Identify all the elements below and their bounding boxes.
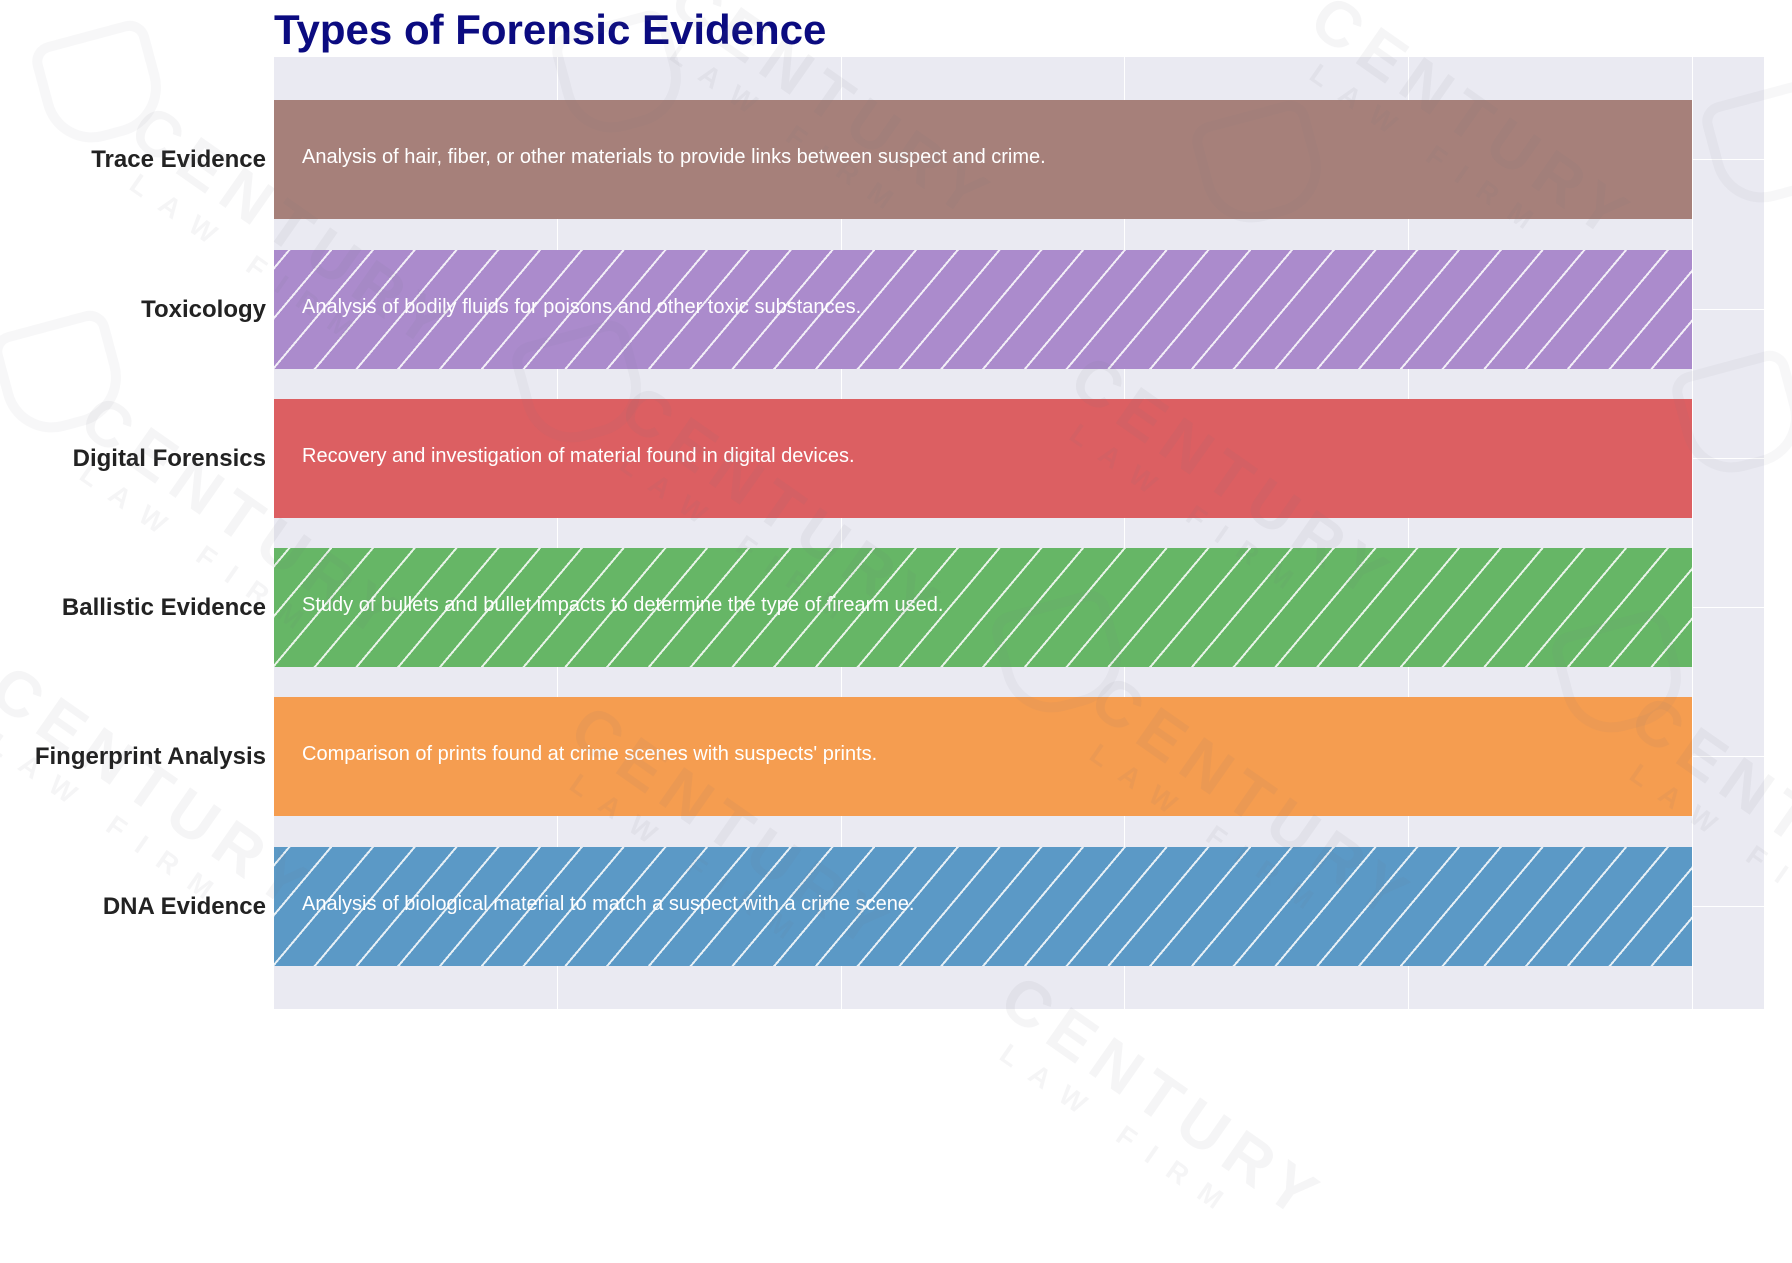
- bar-description: Recovery and investigation of material f…: [302, 445, 855, 467]
- chart-title: Types of Forensic Evidence: [274, 6, 827, 53]
- y-tick-label: Digital Forensics: [72, 445, 266, 472]
- gridline-vertical: [557, 57, 558, 1009]
- bar-description: Analysis of biological material to match…: [302, 893, 915, 915]
- gridline-vertical: [1692, 57, 1693, 1009]
- bar-dna-evidence: Analysis of biological material to match…: [274, 847, 1692, 966]
- y-tick-label: Trace Evidence: [91, 146, 266, 173]
- y-tick-label: DNA Evidence: [102, 893, 266, 920]
- watermark-logo-icon: [27, 16, 173, 154]
- bar-description: Comparison of prints found at crime scen…: [302, 743, 878, 765]
- gridline-vertical: [1408, 57, 1409, 1009]
- gridline-vertical: [1124, 57, 1125, 1009]
- bar-trace-evidence: Analysis of hair, fiber, or other materi…: [274, 100, 1692, 219]
- gridline-vertical: [841, 57, 842, 1009]
- watermark-logo-icon: [0, 306, 133, 444]
- plot-area: Analysis of hair, fiber, or other materi…: [274, 57, 1764, 1009]
- y-tick-label: Ballistic Evidence: [61, 594, 266, 621]
- bar-ballistic-evidence: Study of bullets and bullet impacts to d…: [274, 548, 1692, 667]
- y-tick-label: Toxicology: [141, 296, 266, 323]
- bar-fingerprint-analysis: Comparison of prints found at crime scen…: [274, 697, 1692, 816]
- bar-description: Study of bullets and bullet impacts to d…: [302, 594, 944, 616]
- bar-description: Analysis of hair, fiber, or other materi…: [302, 146, 1046, 168]
- bar-digital-forensics: Recovery and investigation of material f…: [274, 399, 1692, 518]
- y-tick-label: Fingerprint Analysis: [34, 743, 266, 770]
- bar-description: Analysis of bodily fluids for poisons an…: [302, 296, 862, 318]
- bar-toxicology: Analysis of bodily fluids for poisons an…: [274, 250, 1692, 369]
